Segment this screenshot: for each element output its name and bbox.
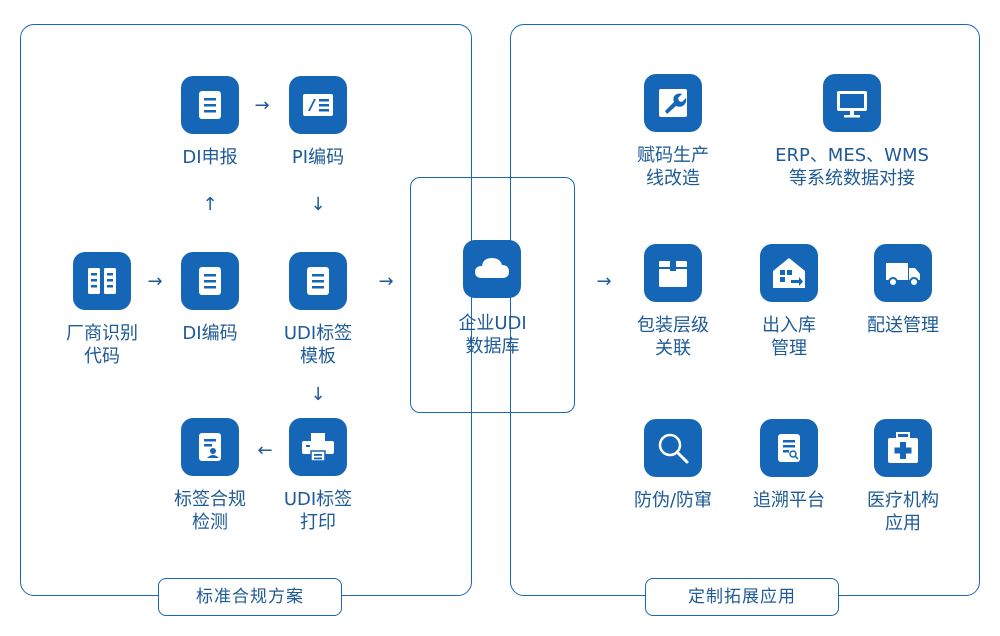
arrow-up: ↑ (202, 194, 218, 215)
node-traceability-platform[interactable]: 追溯平台 (724, 419, 854, 512)
node-di-code[interactable]: DI编码 (145, 252, 275, 345)
node-label: 标签合规 检测 (174, 489, 246, 533)
box-icon (644, 244, 702, 302)
warehouse-icon (760, 244, 818, 302)
node-label: 企业UDI 数据库 (458, 313, 527, 357)
magnifier-icon (644, 419, 702, 477)
node-label: UDI标签 打印 (283, 489, 353, 533)
node-label: 包装层级 关联 (637, 315, 709, 359)
trace-document-icon (760, 419, 818, 477)
node-medical-institution[interactable]: 医疗机构 应用 (838, 419, 968, 535)
extension-panel-title: 定制拓展应用 (645, 578, 839, 616)
arrow-down: ↓ (310, 384, 326, 405)
arrow-right: → (596, 271, 612, 292)
monitor-icon (823, 74, 881, 132)
wrench-icon (644, 74, 702, 132)
node-label: 配送管理 (867, 315, 939, 336)
node-udi-print[interactable]: UDI标签 打印 (253, 418, 383, 534)
node-label: 厂商识别 代码 (66, 323, 138, 367)
node-packaging-hierarchy[interactable]: 包装层级 关联 (608, 244, 738, 360)
document-icon (289, 252, 347, 310)
printer-icon (289, 418, 347, 476)
node-label: 追溯平台 (753, 490, 825, 511)
pi-code-icon (289, 76, 347, 134)
arrow-right: → (378, 271, 394, 292)
node-erp-integration[interactable]: ERP、MES、WMS 等系统数据对接 (762, 74, 942, 190)
medical-kit-icon (874, 419, 932, 477)
node-label: 赋码生产 线改造 (637, 145, 709, 189)
node-udi-template[interactable]: UDI标签 模板 (253, 252, 383, 368)
enterprise-udi-database[interactable]: 企业UDI 数据库 (410, 177, 575, 413)
arrow-down: ↓ (310, 194, 326, 215)
node-label: 出入库 管理 (762, 315, 816, 359)
arrow-left: ← (257, 440, 273, 461)
building-icon (73, 252, 131, 310)
compliance-panel-title: 标准合规方案 (158, 578, 342, 616)
truck-icon (874, 244, 932, 302)
node-label: PI编码 (291, 147, 345, 168)
node-label: UDI标签 模板 (283, 323, 353, 367)
node-warehouse-management[interactable]: 出入库 管理 (724, 244, 854, 360)
inspection-icon (181, 418, 239, 476)
cloud-icon (463, 240, 521, 298)
node-production-line-upgrade[interactable]: 赋码生产 线改造 (608, 74, 738, 190)
document-icon (181, 252, 239, 310)
node-di-report[interactable]: DI申报 (145, 76, 275, 169)
node-label: 防伪/防窜 (633, 490, 713, 511)
node-label: DI编码 (182, 323, 238, 344)
document-icon (181, 76, 239, 134)
node-anti-counterfeit[interactable]: 防伪/防窜 (608, 419, 738, 512)
node-delivery-management[interactable]: 配送管理 (838, 244, 968, 337)
node-label: 医疗机构 应用 (867, 490, 939, 534)
node-compliance-check[interactable]: 标签合规 检测 (145, 418, 275, 534)
node-pi-code[interactable]: PI编码 (253, 76, 383, 169)
arrow-right: → (254, 95, 270, 116)
node-manufacturer-code[interactable]: 厂商识别 代码 (37, 252, 167, 368)
node-label: DI申报 (182, 147, 238, 168)
node-label: ERP、MES、WMS 等系统数据对接 (775, 145, 929, 189)
arrow-right: → (147, 271, 163, 292)
